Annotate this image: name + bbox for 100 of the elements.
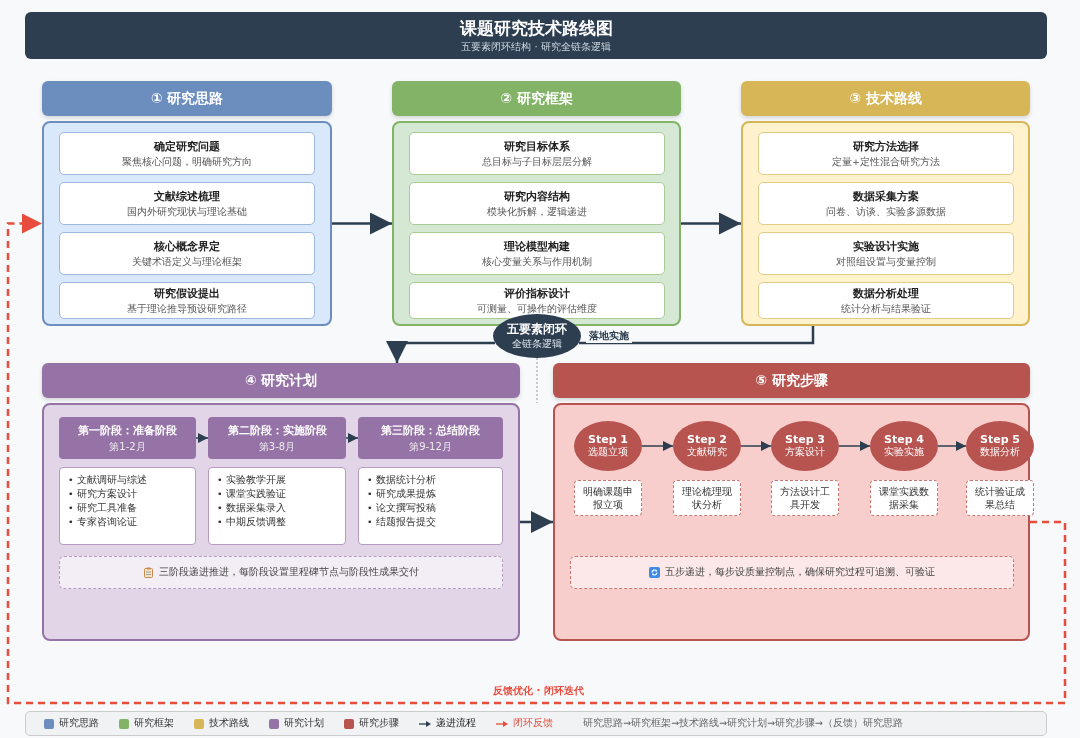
step-tag [673,480,741,516]
phase-title: 第一阶段：准备阶段 [78,422,177,438]
section-header [42,81,332,116]
task-item: • 课堂实践验证 [217,487,287,500]
diagram-subtitle: 五要素闭环结构 · 研究全链条逻辑 [461,40,611,54]
card-description: 聚焦核心问题，明确研究方向 [122,155,252,169]
item-card [758,282,1014,319]
tag-text: 统计验证成果总结 [974,485,1026,511]
phase-header [59,417,196,459]
card-title: 数据采集方案 [853,188,919,204]
item-card [59,232,315,275]
section-header [392,81,681,116]
arrow [520,511,553,533]
item-card [409,232,665,275]
card-description: 总目标与子目标层层分解 [482,155,592,169]
phase-header [358,417,503,459]
task-list-card [208,467,346,545]
task-item: • 数据统计分析 [367,473,437,486]
section-title: ① 研究思路 [150,89,224,108]
item-card [409,132,665,175]
item-card [59,182,315,225]
task-item: • 实验教学开展 [217,473,287,486]
step-tag [574,480,642,516]
arrow [332,212,392,235]
card-title: 核心概念界定 [154,238,220,254]
task-item: • 中期反馈调整 [217,515,287,528]
arrow [740,441,772,451]
item-card [59,282,315,319]
legend-text: 闭环反馈 [513,717,553,730]
chevron-arrow [345,433,359,443]
card-description: 国内外研究现状与理论基础 [127,205,247,219]
phase-title: 第三阶段：总结阶段 [381,422,480,438]
section-title: ② 研究框架 [500,89,573,108]
legend-text: 技术路线 [209,717,249,730]
card-title: 实验设计实施 [853,238,919,254]
phase-period: 第9-12月 [409,439,452,454]
legend-text: 研究框架 [134,717,174,730]
card-title: 研究方法选择 [853,138,919,154]
item-card [758,182,1014,225]
phase-period: 第3-8月 [258,439,296,454]
item-card [409,282,665,319]
section-panel [741,121,1030,326]
legend-text: 递进流程 [436,717,476,730]
section-title: ⑤ 研究步骤 [755,371,828,390]
section-header [553,363,1030,398]
legend-text: 研究思路 [59,717,99,730]
step-tag [771,480,839,516]
arrow [386,341,495,363]
section-panel [42,403,520,641]
card-title: 评价指标设计 [504,285,570,301]
flow-summary: 研究思路→研究框架→技术路线→研究计划→研究步骤→（反馈）研究思路 [583,717,903,730]
card-description: 统计分析与结果验证 [841,302,931,316]
diagram-title: 课题研究技术路线图 [459,17,613,40]
tag-text: 课堂实践数据采集 [878,485,930,511]
task-list-card [59,467,196,545]
step-tag [870,480,938,516]
arrow [681,212,741,235]
step-number: Step 2 [687,433,727,446]
task-item: • 研究成果提炼 [367,487,437,500]
card-description: 定量+定性混合研究方法 [832,155,940,169]
task-item: • 数据采集录入 [217,501,287,514]
hub-title: 五要素闭环 [507,321,567,338]
card-description: 对照组设置与变量控制 [836,255,936,269]
phase-header [208,417,346,459]
task-list-card [358,467,503,545]
step-number: Step 3 [785,433,825,446]
item-card [758,232,1014,275]
card-title: 数据分析处理 [853,285,919,301]
step-name: 实验实施 [884,446,924,459]
arrow [937,441,967,451]
task-item: • 文献调研与综述 [68,473,148,486]
edge-label: 反馈优化 · 闭环迭代 [490,684,587,698]
task-item: • 研究方案设计 [68,487,138,500]
card-title: 研究假设提出 [154,285,220,301]
step-number: Step 4 [884,433,924,446]
step-number: Step 5 [980,433,1020,446]
step-name: 数据分析 [980,446,1020,459]
card-title: 理论模型构建 [504,238,570,254]
tag-text: 方法设计工具开发 [779,485,831,511]
task-item: • 结题报告提交 [367,515,437,528]
section-header [741,81,1030,116]
section-header [42,363,520,398]
item-card [758,132,1014,175]
phase-period: 第1-2月 [109,439,146,454]
note-text: 三阶段递进推进，每阶段设置里程碑节点与阶段性成果交付 [159,566,419,579]
card-description: 可测量、可操作的评估维度 [477,302,597,316]
arrow [838,441,871,451]
card-description: 关键术语定义与理论框架 [132,255,242,269]
section-panel [42,121,332,326]
tag-text: 明确课题申报立项 [582,485,634,511]
card-title: 文献综述梳理 [154,188,220,204]
tag-text: 理论梳理现状分析 [681,485,733,511]
step-name: 选题立项 [588,446,628,459]
step-name: 方案设计 [785,446,825,459]
connector-line [579,326,815,345]
legend-text: 研究步骤 [359,717,399,730]
hub-subtitle: 全链条逻辑 [512,338,562,351]
step-number: Step 1 [588,433,628,446]
card-title: 研究目标体系 [504,138,570,154]
chevron-arrow [195,433,209,443]
